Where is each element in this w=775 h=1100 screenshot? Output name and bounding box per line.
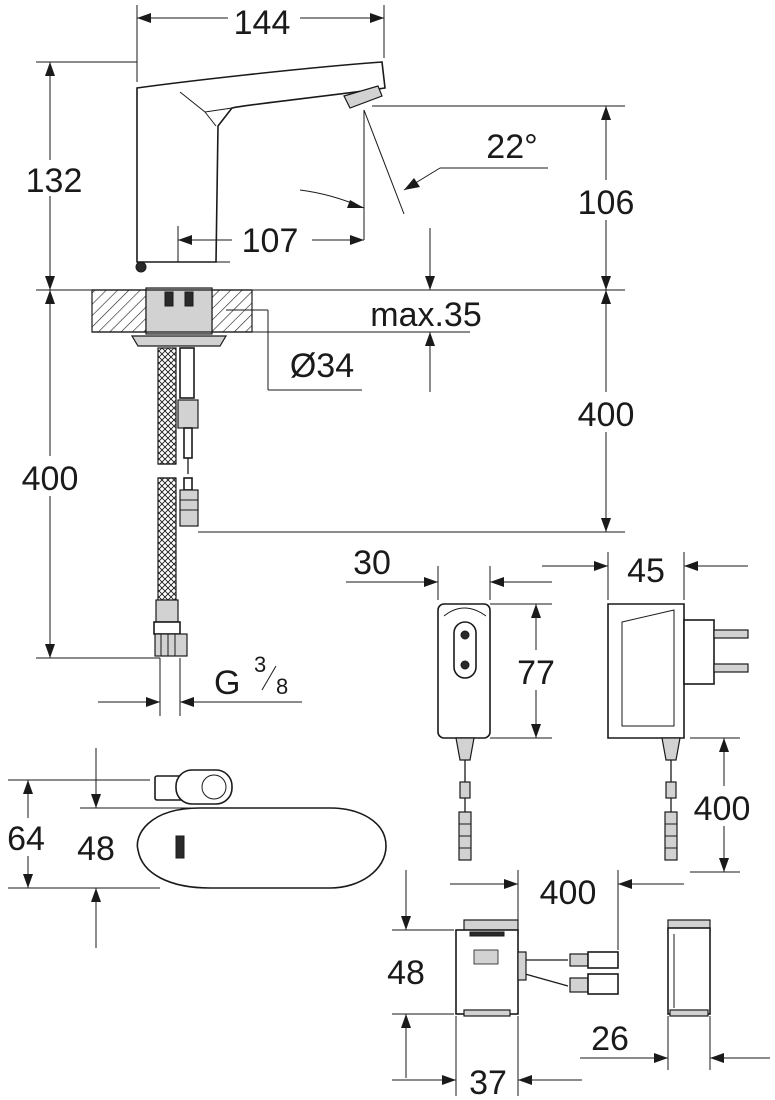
dim-hole-label: Ø34: [290, 347, 354, 385]
dim-angle-label: 22°: [486, 128, 537, 166]
dim-box-depth-label: 26: [591, 1020, 629, 1058]
dim-psu-depth-label: 30: [353, 544, 391, 582]
dim-connection-num: 3: [254, 652, 266, 677]
dim-box-cable: 400: [450, 870, 684, 950]
dim-connection-main: G: [214, 664, 240, 702]
dim-angle: 22°: [299, 109, 548, 240]
dim-box-width: 37: [392, 1016, 582, 1100]
countertop-section: [91, 287, 253, 347]
dim-spout-height: 106: [252, 105, 644, 291]
dim-connection: G 3 8: [98, 652, 302, 716]
dim-box-height: 48: [387, 870, 454, 1078]
dim-reach-label: 107: [242, 222, 299, 260]
faucet-body: [135, 61, 386, 273]
dim-lever-inner: 48: [77, 748, 200, 948]
dim-cable-length: 400: [198, 290, 646, 533]
dim-psu-width: 45: [542, 552, 748, 600]
dim-psu-cable: 400: [684, 737, 764, 873]
power-supply-front: [437, 603, 491, 861]
dim-height-above-label: 132: [26, 162, 83, 200]
dim-box-height-label: 48: [387, 954, 425, 992]
dim-width-label: 144: [234, 4, 291, 42]
dim-psu-width-label: 45: [627, 552, 665, 590]
dim-psu-cable-label: 400: [694, 790, 751, 828]
dim-lever-inner-label: 48: [77, 830, 115, 868]
dim-lever-outer: 64: [0, 779, 160, 889]
control-box-front: [455, 919, 619, 1017]
dim-deck-max-label: max.35: [370, 296, 482, 334]
dim-cable-length-label: 400: [578, 396, 635, 434]
dim-box-width-label: 37: [469, 1064, 507, 1100]
faucet-top-view: [136, 769, 387, 889]
dim-height-above: 132: [14, 61, 137, 291]
supply-hose: [153, 347, 188, 657]
dim-psu-depth: 30: [346, 544, 552, 600]
dim-box-depth: 26: [580, 1016, 770, 1070]
dim-box-cable-label: 400: [540, 874, 597, 912]
sensor-cable: [177, 347, 199, 527]
dim-spout-height-label: 106: [578, 184, 635, 222]
dim-reach: 107: [177, 222, 364, 262]
dim-hole: Ø34: [226, 309, 362, 391]
dim-psu-height: 77: [490, 603, 566, 739]
dim-hose-length-label: 400: [22, 460, 79, 498]
dim-hose-length: 400: [10, 290, 160, 659]
power-supply-side: [607, 603, 749, 861]
dim-deck-max: max.35: [252, 228, 482, 392]
dim-connection-den: 8: [276, 674, 288, 699]
dim-psu-height-label: 77: [517, 654, 555, 692]
dim-lever-outer-label: 64: [7, 820, 45, 858]
control-box-side: [667, 919, 711, 1017]
dim-width: 144: [136, 2, 385, 82]
